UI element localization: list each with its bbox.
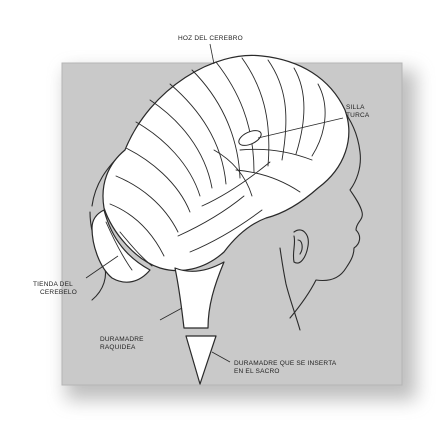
sacral-dura-label-line1: DURAMADRE QUE SE INSERTA	[234, 360, 336, 368]
sacral-dura-label-line2: EN EL SACRO	[234, 368, 280, 376]
spinal-dura-label-line1: DURAMADRE	[100, 336, 144, 344]
tentorium-label-line2: CEREBELO	[40, 289, 77, 297]
falx-leader-line	[210, 44, 214, 64]
sella-label-line2: TURCA	[346, 112, 369, 120]
spinal-dura-label-line2: RAQUIDEA	[100, 344, 136, 352]
falx-label: HOZ DEL CEREBRO	[178, 35, 243, 43]
sella-label-line1: SILLA	[346, 104, 365, 112]
tentorium-label-line1: TIENDA DEL	[33, 281, 73, 289]
